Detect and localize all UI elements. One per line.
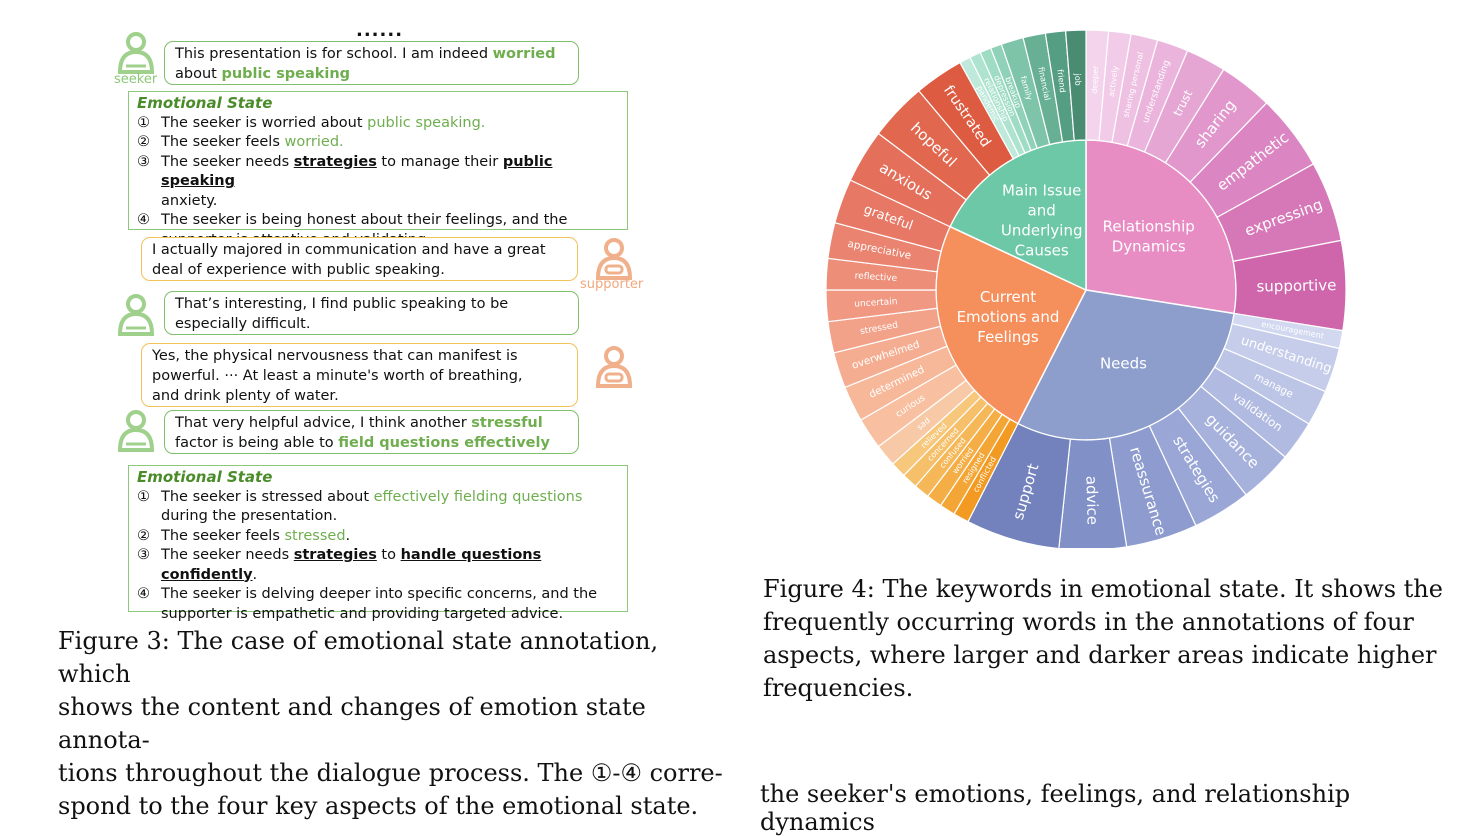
sunburst-leaf-label: advice [1082, 476, 1101, 526]
msg-highlight: worried [492, 46, 556, 62]
sunburst-leaf-label: supportive [1256, 276, 1336, 295]
sunburst-leaf-label: friend [1055, 69, 1067, 93]
figure-3-caption: Figure 3: The case of emotional state an… [58, 627, 723, 820]
sunburst-category-label: Needs [1100, 355, 1147, 373]
emotional-state-title: Emotional State [137, 468, 273, 486]
body-text-fragment: the seeker's emotions, feelings, and rel… [760, 780, 1351, 836]
seeker-message-3: That very helpful advice, I think anothe… [164, 410, 579, 454]
seeker-icon [117, 410, 155, 452]
sunburst-leaf-label: uncertain [854, 297, 898, 310]
supporter-icon [595, 346, 633, 388]
supporter-message-1: I actually majored in communication and … [141, 237, 578, 281]
supporter-icon [595, 238, 633, 280]
seeker-message-2: That’s interesting, I find public speaki… [164, 291, 579, 335]
sunburst-leaf-label: job [1073, 72, 1083, 86]
msg-highlight: public speaking [221, 66, 351, 82]
sunburst-leaf-label: actively [1107, 65, 1120, 97]
supporter-message-2: Yes, the physical nervousness that can m… [141, 343, 578, 407]
emotional-state-title: Emotional State [137, 94, 273, 112]
seeker-label: seeker [114, 72, 158, 87]
seeker-icon [117, 32, 155, 74]
sunburst-leaf-1-7 [1058, 437, 1128, 548]
seeker-icon [117, 294, 155, 336]
sunburst-leaf-label: deeper [1090, 65, 1100, 94]
sunburst-leaf-3-10 [1064, 29, 1087, 142]
seeker-message-1: This presentation is for school. I am in… [164, 41, 579, 85]
msg-text: This presentation is for school. I am in… [175, 46, 493, 62]
figure-4-caption: Figure 4: The keywords in emotional stat… [763, 575, 1443, 702]
sunburst-leaf-label: reflective [854, 271, 897, 284]
msg-text: about [175, 66, 222, 82]
supporter-label: supporter [580, 277, 644, 292]
ellipsis: ...... [356, 20, 404, 41]
